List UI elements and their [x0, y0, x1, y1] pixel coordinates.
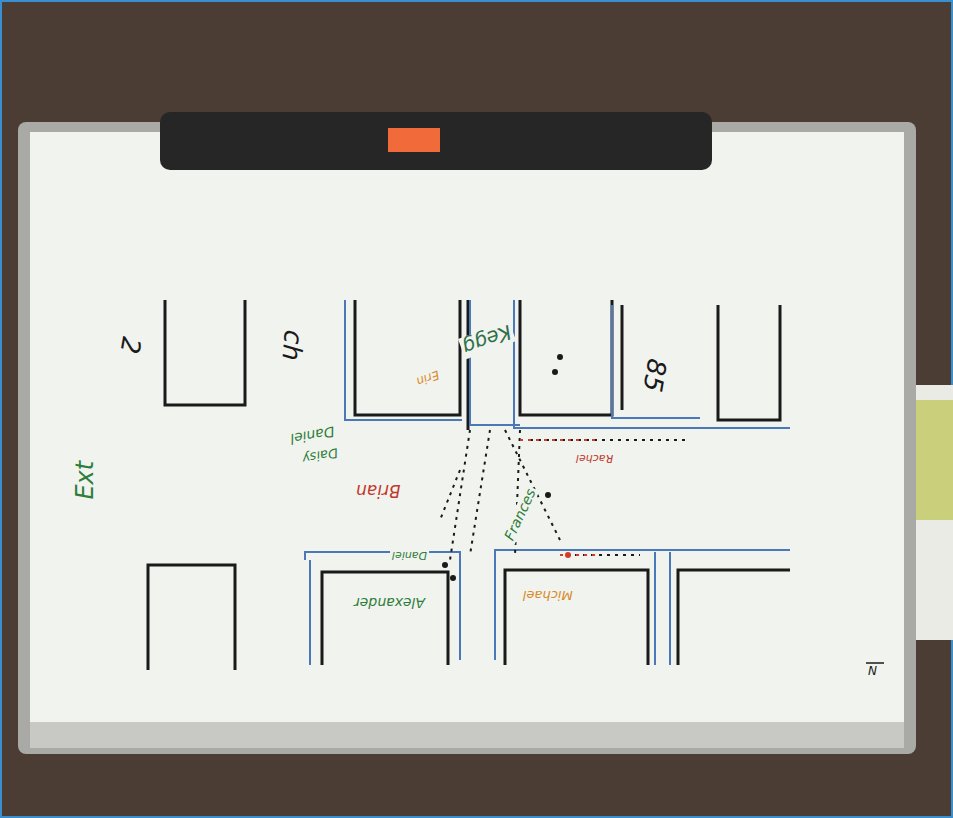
handwritten-label: Alexander	[352, 595, 427, 610]
handwritten-label: Michael	[521, 588, 575, 602]
handwritten-label: Brian	[354, 481, 403, 500]
handwritten-label: Daniel	[390, 549, 429, 561]
handwritten-label: Ext	[72, 459, 98, 502]
handwritten-label: Rachel	[574, 452, 615, 464]
handwritten-label: 85	[637, 355, 672, 396]
handwritten-label: N	[866, 665, 879, 678]
handwritten-label: ch	[277, 327, 309, 364]
